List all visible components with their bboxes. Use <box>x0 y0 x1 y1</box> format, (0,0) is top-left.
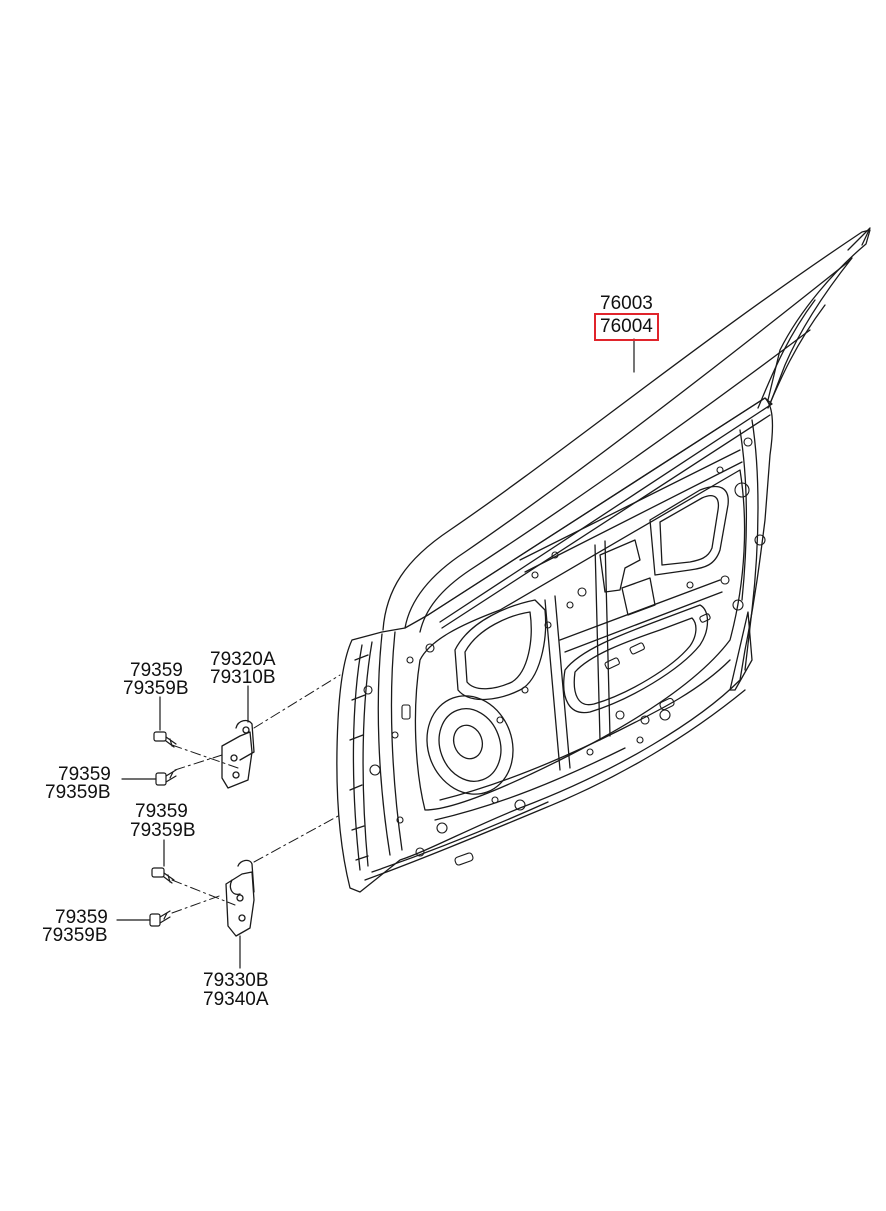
lower-bolt-side <box>150 911 170 926</box>
label-door-panel-1: 76003 <box>600 293 653 314</box>
belt-line-2 <box>442 415 770 628</box>
label-upper-bolt-side-2: 79359B <box>45 782 111 803</box>
upper-hinge-drawing <box>222 721 254 788</box>
cross-member <box>560 580 722 652</box>
label-upper-bolt-top-2: 79359B <box>123 678 189 699</box>
window-frame-tip <box>848 228 870 250</box>
upper-bolt-side <box>156 770 176 785</box>
upper-front-opening-inner <box>465 612 531 689</box>
speaker-ring-core <box>449 721 487 763</box>
lower-bolt-top <box>152 868 174 883</box>
window-bracket <box>600 540 640 592</box>
regulator-rail-2 <box>595 541 610 740</box>
label-upper-hinge-2: 79310B <box>210 667 276 688</box>
lower-hinge-alignment <box>254 815 340 862</box>
upper-hinge-pin <box>243 727 249 733</box>
rear-window-channel <box>758 300 825 408</box>
speaker-ring-outer <box>413 684 526 807</box>
lower-bolt-alignment <box>172 880 235 905</box>
upper-hinge-hole-1 <box>231 755 237 761</box>
label-lower-hinge-1: 79330B <box>203 970 269 991</box>
panel-slots <box>402 613 711 866</box>
window-frame-inner <box>405 258 852 628</box>
upper-bolt-alignment-2 <box>175 755 222 770</box>
upper-hinge-plate <box>222 732 252 788</box>
upper-bolt-top <box>154 732 176 747</box>
panel-holes <box>364 438 765 856</box>
lower-hinge-leaf <box>238 860 254 892</box>
upper-hinge-hole-2 <box>233 772 239 778</box>
lower-hinge-check <box>230 880 240 894</box>
label-upper-hinge-1: 79320A <box>210 649 276 670</box>
upper-rear-opening <box>650 486 728 575</box>
front-edge-inner <box>353 642 372 870</box>
middle-opening <box>564 605 708 713</box>
lower-hinge-plate <box>226 872 254 936</box>
lower-trim-line-2 <box>435 748 625 820</box>
cross-member-2 <box>520 450 742 572</box>
label-door-panel-2-highlighted: 76004 <box>594 313 659 341</box>
lower-hinge-drawing <box>226 860 254 936</box>
label-lower-bolt-top-1: 79359 <box>135 801 188 822</box>
label-lower-bolt-top-2: 79359B <box>130 820 196 841</box>
window-frame-outer <box>383 230 870 630</box>
lower-hinge-hole-2 <box>239 915 245 921</box>
window-frame-inner-2 <box>420 330 810 632</box>
hinge-flange-ribs <box>350 655 368 860</box>
lower-hinge-hole-1 <box>237 895 243 901</box>
upper-bolt-alignment <box>172 745 238 768</box>
door-body-outline <box>337 398 773 892</box>
label-lower-bolt-side-2: 79359B <box>42 925 108 946</box>
alignment-lines <box>172 675 340 913</box>
leader-lines <box>117 339 634 968</box>
upper-rear-opening-inner <box>660 496 718 565</box>
label-upper-bolt-side-1: 79359 <box>58 764 111 785</box>
upper-hinge-leaf <box>236 721 254 760</box>
middle-opening-inner <box>574 618 696 705</box>
door-panel-drawing <box>337 228 870 892</box>
label-upper-bolt-top-1: 79359 <box>130 660 183 681</box>
latch-bracket <box>622 578 655 615</box>
upper-front-opening <box>455 600 546 699</box>
inner-panel-frame <box>415 470 744 810</box>
rear-edge <box>740 420 758 670</box>
label-lower-bolt-side-1: 79359 <box>55 907 108 928</box>
rear-lower-panel <box>730 612 752 690</box>
lower-trim-line <box>440 660 730 800</box>
bottom-edge <box>365 690 745 880</box>
lower-bolt-alignment-2 <box>172 895 222 913</box>
speaker-ring-inner <box>429 700 511 790</box>
upper-hinge-alignment <box>254 675 340 728</box>
front-edge-flange <box>378 632 402 855</box>
bolts <box>150 732 176 926</box>
label-lower-hinge-2: 79340A <box>203 989 269 1010</box>
